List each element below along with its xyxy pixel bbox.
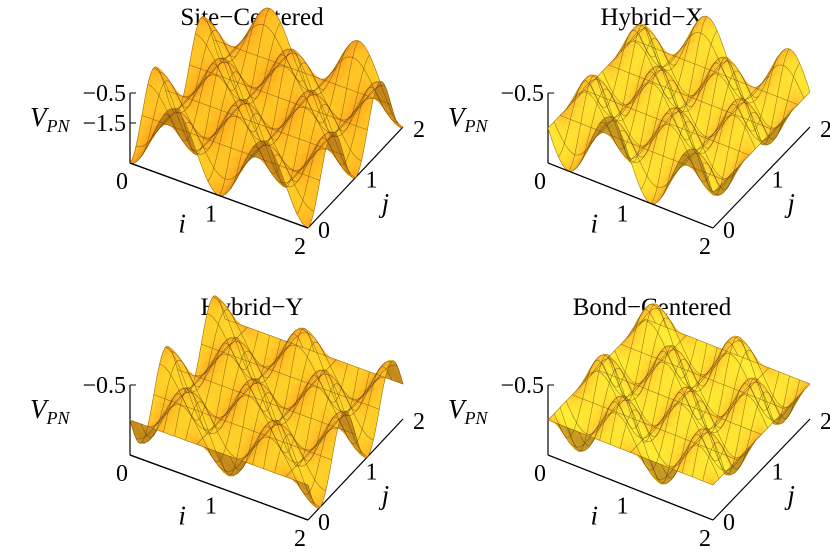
j-axis-label: j xyxy=(379,188,390,218)
panel-title: Hybrid−X xyxy=(601,4,704,31)
z-tick-label: −1.5 xyxy=(82,111,126,137)
i-tick-label: 2 xyxy=(699,234,711,260)
i-tick-label: 1 xyxy=(617,202,629,228)
j-tick-label: 0 xyxy=(318,218,330,244)
j-tick-label: 1 xyxy=(366,168,378,194)
surface-mesh xyxy=(129,7,404,229)
i-tick-label: 1 xyxy=(205,202,217,228)
i-tick-label: 0 xyxy=(116,169,128,195)
j-tick-label: 0 xyxy=(723,218,735,244)
i-axis-front xyxy=(547,162,714,229)
z-axis-label-sub: PN xyxy=(46,116,71,136)
j-tick-label: 2 xyxy=(413,117,425,143)
z-axis-label: VPN xyxy=(448,102,488,136)
i-tick-label: 0 xyxy=(534,169,546,195)
j-tick-label: 1 xyxy=(772,168,784,194)
j-axis-label: j xyxy=(784,188,795,218)
z-tick-label: −0.5 xyxy=(500,81,544,107)
i-axis-label: i xyxy=(590,208,598,238)
i-axis-label: i xyxy=(178,208,186,238)
j-tick-label: 2 xyxy=(820,117,830,143)
i-tick-label: 2 xyxy=(294,234,306,260)
z-tick-label: −0.5 xyxy=(82,81,126,107)
z-axis-label-sub: PN xyxy=(464,116,489,136)
z-axis-label: VPN xyxy=(30,102,70,136)
